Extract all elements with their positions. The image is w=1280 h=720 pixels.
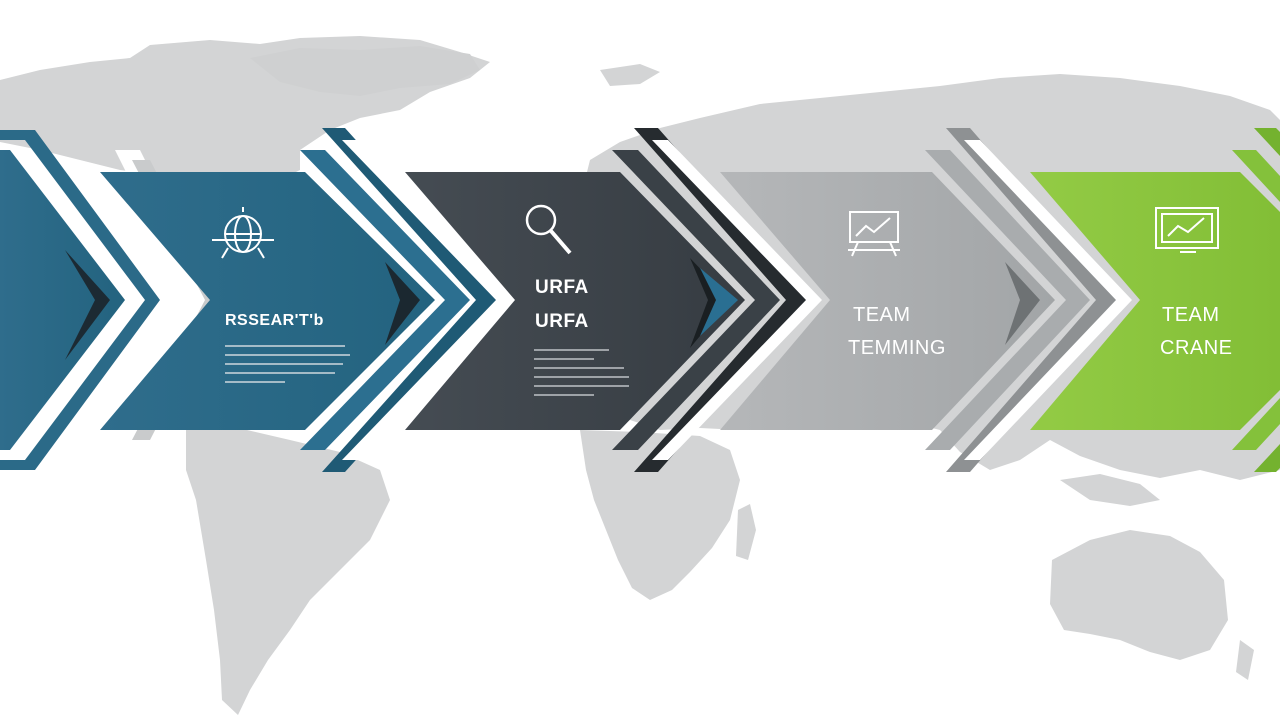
- step-3-accent: [700, 268, 738, 336]
- step-3-body-text: [534, 349, 629, 403]
- step-3-body: [405, 172, 745, 430]
- step-3-arrow: [405, 128, 822, 472]
- step-4-shadow: [1005, 262, 1040, 345]
- step-1-chevron-outer: [0, 130, 160, 470]
- map-greenland: [250, 46, 480, 96]
- step-2-body-text: [225, 345, 350, 390]
- step-2-label: RSSEAR'T'b: [225, 312, 324, 329]
- step-1-shadow: [65, 250, 110, 360]
- step-5-chevron-a: [1232, 150, 1280, 450]
- step-3-label-line-2: URFA: [535, 311, 589, 332]
- globe-network-icon: [212, 207, 274, 259]
- map-new-zealand: [1236, 640, 1254, 680]
- step-4-label-line-1: TEAM: [853, 304, 911, 326]
- step-4-label-line-2: TEMMING: [848, 337, 946, 359]
- step-2-shadow: [385, 262, 420, 345]
- step-3-shadow: [690, 258, 730, 348]
- map-islands: [1060, 474, 1160, 506]
- step-5-label-line-1: TEAM: [1162, 304, 1220, 326]
- magnifier-icon: [525, 204, 572, 255]
- monitor-chart-icon: [1155, 207, 1219, 253]
- map-australia: [1050, 530, 1228, 660]
- map-south-america: [186, 426, 390, 715]
- step-2-arrow: [100, 128, 512, 472]
- map-africa: [580, 430, 740, 600]
- step-5-label-line-2: CRANE: [1160, 337, 1233, 359]
- step-3-label-line-1: URFA: [535, 277, 589, 298]
- step-2-body: [100, 172, 435, 430]
- map-madagascar: [736, 504, 756, 560]
- map-europe-north: [600, 64, 660, 86]
- step-4-body: [720, 172, 1055, 430]
- step-4-arrow: [720, 128, 1132, 472]
- whiteboard-chart-icon: [848, 211, 900, 257]
- step-1-body: [0, 150, 125, 450]
